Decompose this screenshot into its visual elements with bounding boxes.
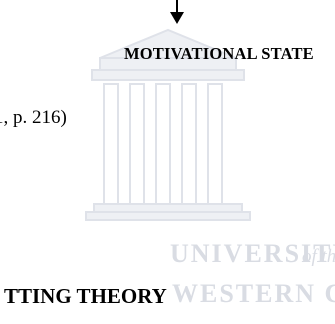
watermark-of-the-text: of the xyxy=(302,246,335,267)
watermark-university-text: UNIVERSITY xyxy=(170,239,335,268)
section-heading: TTING THEORY xyxy=(4,284,167,308)
down-arrow-icon xyxy=(170,0,184,24)
watermark-western-cape-text: WESTERN CAPE xyxy=(172,279,335,308)
citation-text: 1, p. 216) xyxy=(0,107,67,128)
motivational-state-label: MOTIVATIONAL STATE xyxy=(124,44,314,63)
